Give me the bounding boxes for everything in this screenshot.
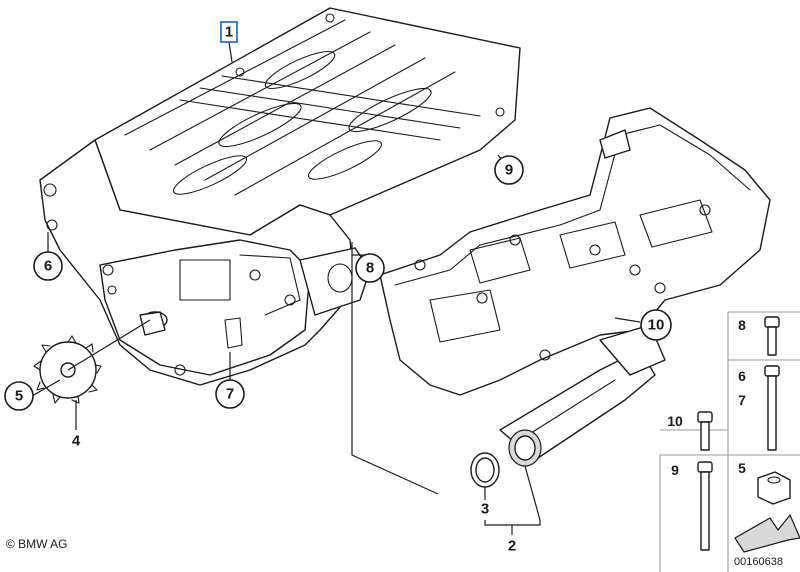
legend-label: 9 — [671, 462, 679, 478]
callout-label: 2 — [508, 538, 516, 555]
callout-part-10[interactable]: 10 — [640, 309, 672, 341]
callout-part-9[interactable]: 9 — [494, 155, 524, 185]
copyright-notice: © BMW AG — [6, 537, 68, 551]
callout-label: 9 — [505, 162, 513, 179]
legend-label: 5 — [738, 460, 746, 476]
legend-bolt-8[interactable]: 8 — [738, 316, 780, 356]
callout-part-8[interactable]: 8 — [355, 253, 385, 283]
legend-bolt-6-7[interactable]: 6 7 — [738, 365, 780, 451]
legend-label: 7 — [738, 392, 746, 408]
callout-label: 5 — [15, 388, 23, 405]
callout-part-7[interactable]: 7 — [215, 379, 245, 409]
callout-label: 7 — [226, 386, 234, 403]
callout-label: 1 — [225, 24, 233, 41]
callout-part-1[interactable]: 1 — [220, 21, 238, 43]
legend-label: 10 — [667, 413, 683, 429]
fastener-legend: 8 6 7 10 9 5 — [659, 311, 800, 572]
o-ring[interactable] — [470, 452, 500, 488]
callout-label: 10 — [648, 317, 665, 334]
legend-label: 6 — [738, 368, 746, 384]
callout-label: 8 — [366, 260, 374, 277]
legend-nut-5[interactable]: 5 — [738, 460, 791, 505]
callout-label: 6 — [44, 258, 52, 275]
callout-part-5[interactable]: 5 — [4, 381, 34, 411]
orientation-arrow-icon — [734, 514, 800, 553]
callout-label: 3 — [481, 501, 489, 518]
callout-part-6[interactable]: 6 — [33, 251, 63, 281]
oil-pan-baffle[interactable] — [379, 107, 771, 396]
callout-part-2[interactable]: 2 — [508, 538, 516, 555]
callout-label: 4 — [72, 433, 81, 450]
diagram-id: 00160638 — [734, 556, 783, 568]
legend-bolt-10[interactable]: 10 — [667, 411, 713, 451]
legend-bolt-9[interactable]: 9 — [671, 461, 713, 551]
callout-part-4[interactable]: 4 — [72, 433, 81, 450]
callout-part-3[interactable]: 3 — [481, 501, 489, 518]
legend-label: 8 — [738, 317, 746, 333]
